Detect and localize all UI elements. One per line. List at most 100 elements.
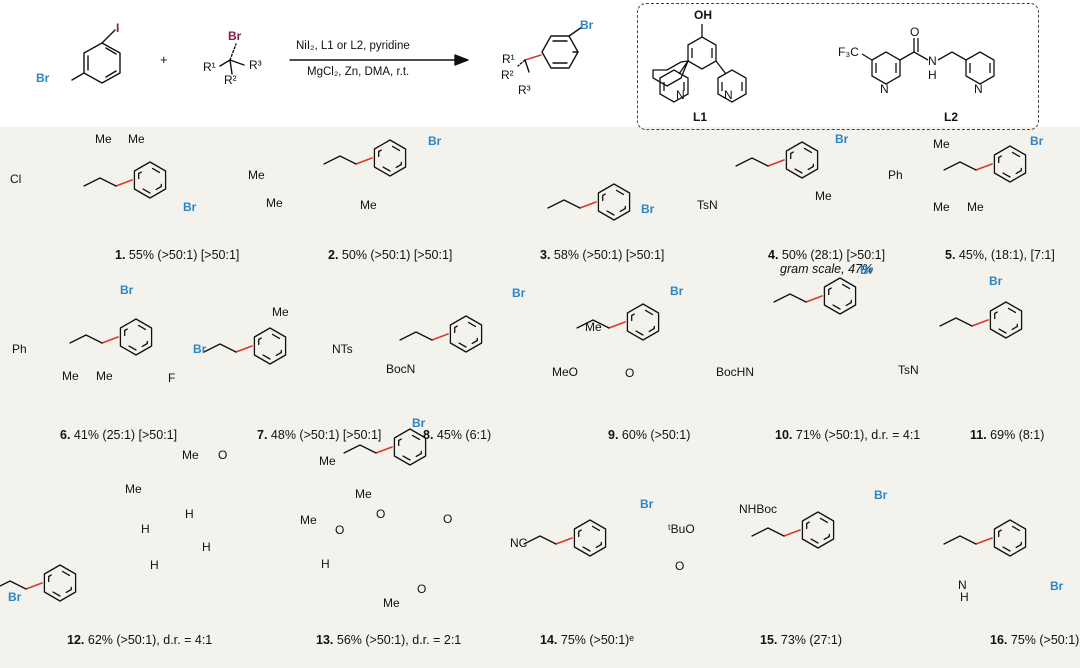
product-2-number: 2. (328, 248, 339, 262)
product-11-aryl-ring (989, 301, 1023, 339)
product-1-new-bond (115, 179, 133, 187)
product-15-atom-label: ᵗBuO (668, 522, 695, 536)
product-14-aromatic-bonds (578, 524, 602, 552)
product-15-alkyl-chain (751, 527, 785, 537)
aryl-i-label: I (116, 21, 120, 35)
product-1-yield: 55% (>50:1) [>50:1] (125, 248, 240, 262)
product-10-number: 10. (775, 428, 793, 442)
product-br-label: Br (580, 18, 594, 32)
scope-background (0, 127, 1080, 668)
product-1-atom-label: Br (183, 200, 197, 214)
product-10-atom-label: BocHN (716, 365, 755, 379)
product-16-aromatic-bonds (998, 524, 1022, 552)
product-9-atom-label: MeO (552, 365, 579, 379)
product-4-alkyl-chain (735, 157, 769, 167)
product-12-atom-label: H (202, 540, 211, 554)
product-12-caption: 12. 62% (>50:1), d.r. = 4:1 (67, 633, 212, 647)
product-7-atom-label: NTs (332, 342, 353, 356)
product-11-yield: 69% (8:1) (986, 428, 1045, 442)
product-7-atom-label: Br (193, 342, 207, 356)
product-9-number: 9. (608, 428, 619, 442)
product-14-aryl-ring (573, 519, 607, 557)
product-3-caption: 3. 58% (>50:1) [>50:1] (540, 248, 664, 262)
product-8-caption: 8. 45% (6:1) (423, 428, 491, 442)
product-7-aryl-ring (253, 327, 287, 365)
product-12-aromatic-bonds (48, 569, 72, 597)
product-9-new-bond (608, 321, 626, 329)
product-14-new-bond (555, 537, 573, 545)
product-5-new-bond (975, 163, 993, 171)
product-12-atom-label: H (150, 558, 159, 572)
product-12-atom-label: Me (125, 482, 142, 496)
product-r1-label: R¹ (502, 52, 515, 66)
product-14-atom-label: NC (510, 536, 528, 550)
product-4-new-bond (767, 159, 785, 167)
aryl-br-label: Br (36, 71, 50, 85)
product-12-alkyl-chain (0, 580, 27, 590)
product-8-yield: 45% (6:1) (433, 428, 492, 442)
product-15-number: 15. (760, 633, 778, 647)
alkyl-br-label: Br (228, 29, 242, 43)
product-9-structure (576, 303, 660, 341)
product-12-atom-label: Br (8, 590, 22, 604)
product-5-atom-label: Me (933, 137, 950, 151)
product-15-caption: 15. 73% (27:1) (760, 633, 842, 647)
product-10-caption: 10. 71% (>50:1), d.r. = 4:1 (775, 428, 920, 442)
product-2-aromatic-bonds (378, 144, 402, 172)
product-2-new-bond (355, 157, 373, 165)
product-12-atom-label: H (141, 522, 150, 536)
product-3-yield: 58% (>50:1) [>50:1] (550, 248, 665, 262)
product-4-aryl-ring (785, 141, 819, 179)
product-1-atom-label: Me (128, 132, 145, 146)
product-13-structure (343, 428, 427, 466)
product-16-yield: 75% (>50:1) (1007, 633, 1080, 647)
product-15-aryl-ring (801, 511, 835, 549)
product-5-atom-label: Ph (888, 168, 903, 182)
ligand-L1-structure (652, 24, 747, 103)
product-6-number: 6. (60, 428, 71, 442)
product-3-new-bond (579, 201, 597, 209)
alkyl-r1-label: R¹ (203, 60, 216, 74)
product-2-structure (323, 139, 407, 177)
product-6-atom-label: Me (96, 369, 113, 383)
L2-nh-n-label: N (928, 54, 937, 68)
L1-oh-label: OH (694, 8, 712, 22)
conditions-line-1: NiI₂, L1 or L2, pyridine (296, 40, 410, 52)
product-9-atom-label: Br (670, 284, 684, 298)
product-6-atom-label: Ph (12, 342, 27, 356)
product-12-yield: 62% (>50:1), d.r. = 4:1 (84, 633, 213, 647)
product-9-atom-label: Me (585, 320, 602, 334)
product-12-number: 12. (67, 633, 85, 647)
product-15-atom-label: NHBoc (739, 502, 778, 516)
L1-n-right: N (724, 88, 733, 102)
product-15-structure (751, 511, 835, 549)
product-4-caption: 4. 50% (28:1) [>50:1]gram scale, 47% (768, 248, 885, 276)
product-2-yield: 50% (>50:1) [>50:1] (338, 248, 453, 262)
product-5-yield: 45%, (18:1), [7:1] (955, 248, 1055, 262)
product-13-alkyl-chain (343, 444, 377, 454)
product-6-aryl-ring (119, 318, 153, 356)
product-5-atom-label: Me (933, 200, 950, 214)
product-16-atom-label: Br (1050, 579, 1064, 593)
product-13-caption: 13. 56% (>50:1), d.r. = 2:1 (316, 633, 461, 647)
product-1-aromatic-bonds (138, 166, 162, 194)
product-13-yield: 56% (>50:1), d.r. = 2:1 (333, 633, 462, 647)
product-5-aromatic-bonds (998, 150, 1022, 178)
product-7-number: 7. (257, 428, 268, 442)
product-12-atom-label: O (218, 448, 228, 462)
product-9-yield: 60% (>50:1) (618, 428, 691, 442)
product-13-atom-label: O (417, 582, 427, 596)
product-3-atom-label: Br (641, 202, 655, 216)
product-7-atom-label: Me (272, 305, 289, 319)
product-5-caption: 5. 45%, (18:1), [7:1] (945, 248, 1055, 262)
L2-n-label-1: N (880, 82, 889, 96)
product-14-yield: 75% (>50:1)ᵉ (557, 633, 634, 647)
product-5-structure (943, 145, 1027, 183)
product-1-structure (83, 161, 167, 199)
product-11-alkyl-chain (939, 317, 973, 327)
product-12-atom-label: H (185, 507, 194, 521)
product-13-atom-label: Me (355, 487, 372, 501)
product-11-caption: 11. 69% (8:1) (970, 428, 1044, 442)
product-13-atom-label: O (335, 523, 345, 537)
product-14-caption: 14. 75% (>50:1)ᵉ (540, 633, 634, 647)
